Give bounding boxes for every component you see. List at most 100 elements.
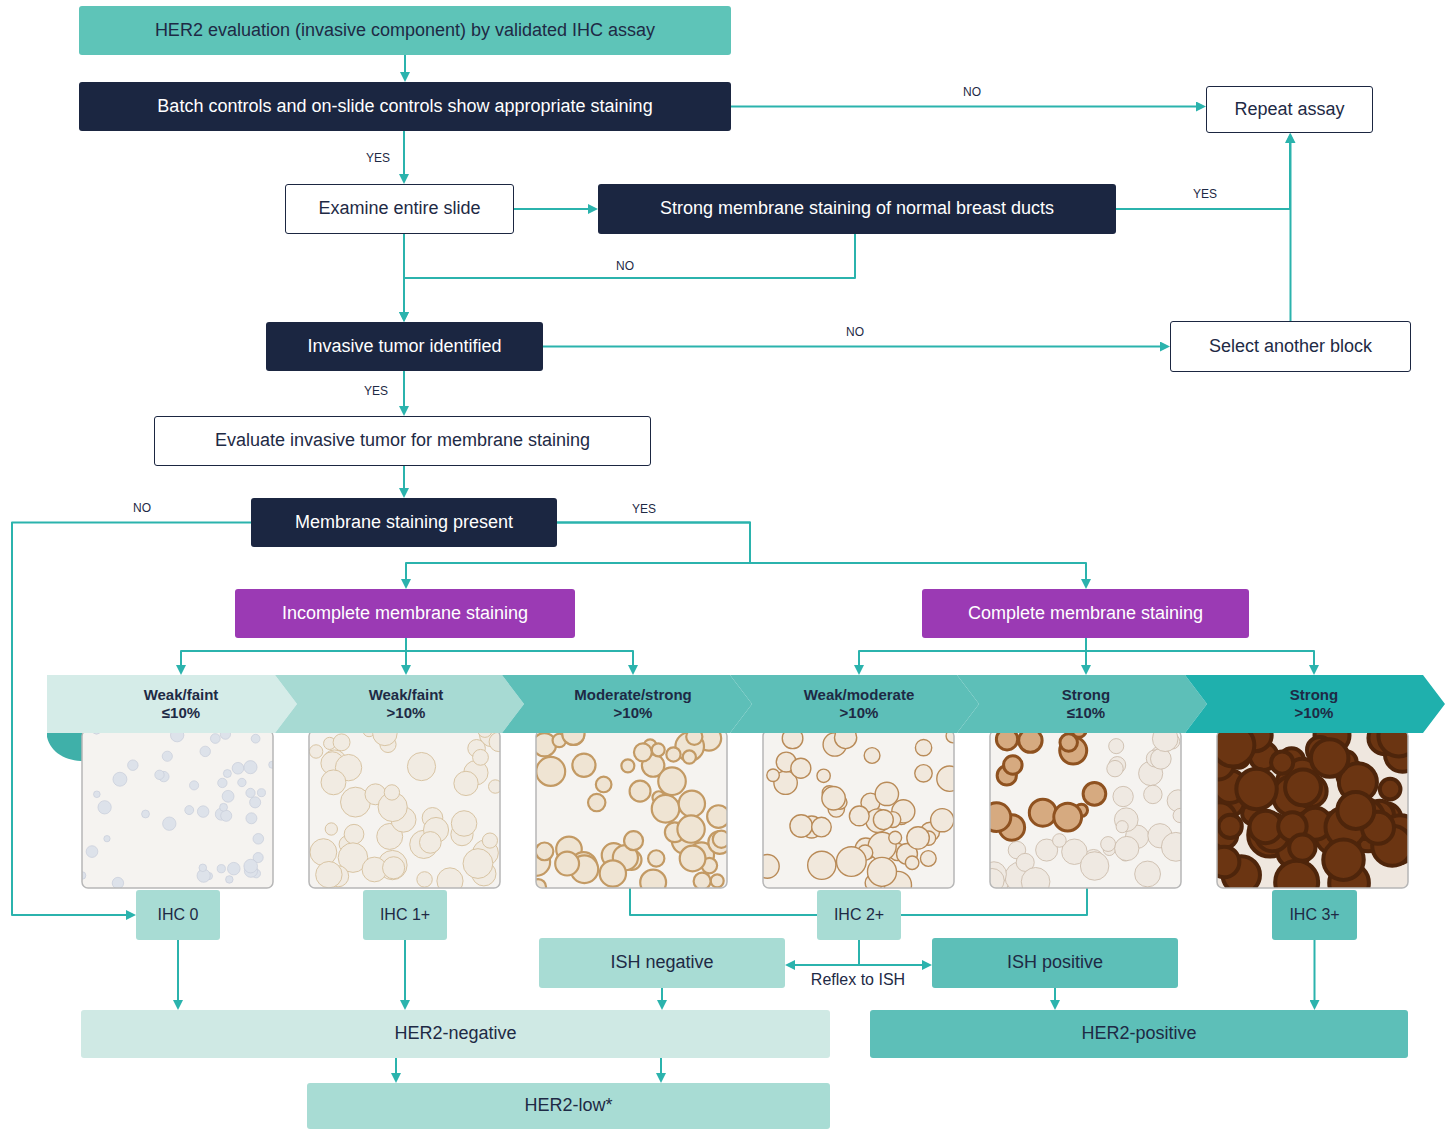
stain-cell — [253, 833, 264, 844]
stain-cell — [1161, 832, 1181, 861]
stain-cell — [864, 748, 880, 764]
micrograph-panel — [763, 730, 954, 888]
stain-cell — [990, 803, 1011, 832]
flow-arrow — [404, 55, 406, 77]
stain-cell — [200, 746, 210, 756]
stain-cell — [1004, 756, 1023, 775]
process-box: Evaluate invasive tumor for membrane sta… — [154, 416, 651, 466]
stain-cell — [907, 827, 929, 849]
stain-cell — [384, 785, 399, 800]
box-text: Invasive tumor identified — [307, 336, 501, 358]
stain-cell — [694, 873, 711, 888]
stain-cell — [451, 811, 477, 837]
segment-text: Strong >10% — [1290, 686, 1338, 722]
stain-cell — [1152, 730, 1178, 752]
stain-cell — [836, 847, 866, 877]
micrograph-ground — [763, 730, 954, 888]
stain-cell — [630, 781, 651, 802]
micrograph-ground — [990, 730, 1181, 888]
micrograph-frame — [309, 730, 500, 888]
flow-arrow — [1086, 638, 1314, 670]
stain-cell — [1113, 786, 1133, 806]
ish-box: ISH negative — [539, 938, 785, 988]
stain-cell — [217, 865, 225, 873]
flow-arrow — [514, 208, 593, 210]
stain-cell — [905, 856, 919, 870]
stain-cell — [383, 857, 405, 879]
chevron-fill — [730, 675, 979, 733]
stain-cell — [94, 791, 101, 798]
stain-cell — [218, 778, 227, 787]
stain-cell — [333, 734, 350, 751]
scale-segment: Weak/moderate >10% — [730, 675, 979, 733]
stain-cell — [915, 739, 931, 755]
stain-cell — [220, 803, 228, 811]
stain-cell — [1054, 803, 1082, 831]
stain-cell — [1285, 769, 1321, 805]
stain-cell — [419, 832, 441, 854]
stain-cell — [1107, 760, 1123, 776]
box-text: Evaluate invasive tumor for membrane sta… — [215, 430, 590, 452]
flow-arrow — [790, 940, 859, 965]
stain-cell — [244, 761, 257, 774]
stain-cell — [257, 789, 265, 797]
stain-cell — [812, 817, 832, 837]
stain-cell — [142, 810, 150, 818]
stain-cell — [679, 791, 705, 817]
stain-cell — [228, 862, 241, 875]
stain-cell — [1219, 815, 1242, 838]
edge-label: NO — [130, 501, 154, 515]
stain-cell — [238, 778, 246, 786]
chevron-fill — [275, 675, 524, 733]
box-text: IHC 0 — [158, 905, 199, 924]
stain-cell — [713, 831, 727, 848]
stain-cell — [197, 806, 209, 818]
stain-cell — [222, 790, 234, 802]
category-box: Incomplete membrane staining — [235, 589, 575, 638]
edge-label: NO — [960, 85, 984, 99]
box-text: Incomplete membrane staining — [282, 603, 528, 625]
micrograph-frame — [763, 730, 954, 888]
stain-cell — [1083, 783, 1106, 806]
stain-cell — [210, 734, 220, 744]
micrograph-ground — [309, 730, 500, 888]
box-text: ISH positive — [1007, 952, 1103, 974]
stain-cell — [251, 734, 260, 743]
segment-text: Strong ≤10% — [1062, 686, 1110, 722]
stain-cell — [473, 749, 489, 765]
score-box: IHC 2+ — [817, 890, 901, 940]
stain-cell — [223, 770, 231, 778]
stain-cell — [708, 831, 727, 854]
flow-arrow — [1314, 940, 1316, 1005]
stain-cell — [1109, 739, 1124, 754]
segment-label-holder: Strong ≤10% — [1062, 675, 1110, 733]
scale-segment: Moderate/strong >10% — [502, 675, 752, 733]
flow-arrow — [1290, 138, 1292, 321]
stain-cell — [791, 758, 811, 778]
stain-cell — [596, 777, 612, 793]
stain-cell — [763, 854, 779, 878]
flow-arrow — [403, 466, 405, 493]
stain-cell — [1289, 834, 1315, 860]
micrograph-panel — [82, 730, 273, 888]
box-text: HER2 evaluation (invasive component) by … — [155, 20, 655, 42]
flow-arrow — [404, 940, 406, 1005]
stain-cell — [600, 860, 626, 886]
stain-cell — [1029, 799, 1056, 826]
stain-cell — [1236, 769, 1276, 809]
flow-arrow — [395, 1058, 397, 1078]
chevron-fill — [1185, 675, 1445, 733]
stain-cell — [707, 805, 727, 828]
stain-cell — [437, 868, 463, 888]
segment-label-holder: Weak/faint >10% — [369, 675, 444, 733]
edge-label: YES — [363, 151, 393, 165]
score-box: IHC 0 — [136, 890, 220, 940]
stain-cell — [163, 817, 176, 830]
stain-cell — [634, 743, 652, 761]
process-box: Select another block — [1170, 321, 1411, 372]
stain-cell — [112, 877, 123, 888]
box-text: IHC 2+ — [834, 905, 884, 924]
stain-cell — [1019, 730, 1042, 752]
stain-cell — [867, 857, 896, 886]
